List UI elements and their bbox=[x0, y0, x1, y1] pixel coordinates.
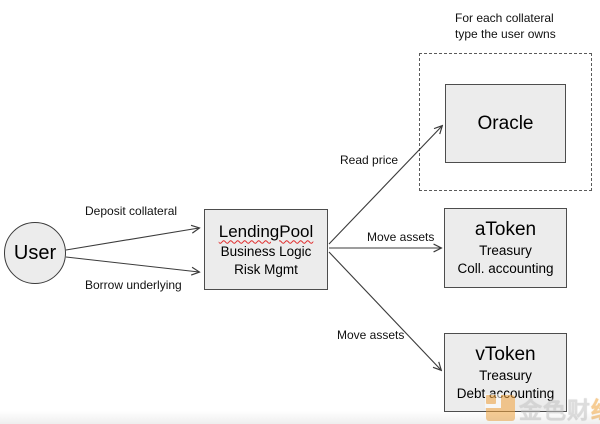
arrow-read-price bbox=[328, 126, 442, 245]
node-atoken-subtitle2: Coll. accounting bbox=[457, 261, 554, 276]
edge-label-deposit-collateral: Deposit collateral bbox=[85, 204, 178, 218]
node-atoken-title: aToken bbox=[474, 219, 537, 240]
collateral-group-dashed-box bbox=[419, 53, 592, 191]
node-vtoken-subtitle2: Debt accounting bbox=[456, 385, 555, 401]
node-lending-pool-title: LendingPool bbox=[218, 221, 314, 241]
watermark-text-orange: 经 bbox=[591, 397, 600, 423]
collateral-annotation-line2: type the user owns bbox=[455, 27, 556, 41]
jinse-finance-watermark: 金色财经 bbox=[485, 391, 600, 424]
edge-label-borrow-underlying: Borrow underlying bbox=[85, 278, 182, 292]
node-lending-pool: LendingPool Business Logic Risk Mgmt bbox=[204, 209, 328, 290]
node-atoken-subtitle1: Treasury bbox=[479, 243, 532, 258]
node-user: User bbox=[4, 222, 66, 284]
jinse-finance-logo-icon bbox=[485, 394, 515, 421]
node-atoken: aToken Treasury Coll. accounting bbox=[444, 208, 567, 288]
arrow-move-assets-vtoken bbox=[328, 251, 441, 370]
collateral-annotation: For each collateral type the user owns bbox=[455, 10, 556, 42]
node-oracle: Oracle bbox=[445, 84, 566, 163]
edge-label-move-assets-vtoken: Move assets bbox=[337, 328, 405, 342]
edge-label-read-price: Read price bbox=[340, 153, 399, 167]
collateral-annotation-line1: For each collateral bbox=[455, 11, 554, 25]
node-user-label: User bbox=[13, 241, 57, 264]
node-oracle-title: Oracle bbox=[477, 112, 534, 134]
watermark-text: 金色财经 bbox=[519, 391, 600, 424]
node-lending-pool-subtitle1: Business Logic bbox=[220, 243, 312, 259]
node-vtoken-subtitle1: Treasury bbox=[479, 367, 532, 383]
arrow-borrow-underlying bbox=[65, 256, 199, 272]
bottom-edge-shadow bbox=[0, 411, 600, 424]
watermark-text-gray: 金色财 bbox=[519, 397, 591, 423]
edge-label-move-assets-atoken: Move assets bbox=[367, 230, 435, 244]
node-lending-pool-subtitle2: Risk Mgmt bbox=[234, 261, 298, 277]
arrow-deposit-collateral bbox=[65, 228, 199, 251]
node-vtoken-title: vToken bbox=[475, 343, 536, 365]
